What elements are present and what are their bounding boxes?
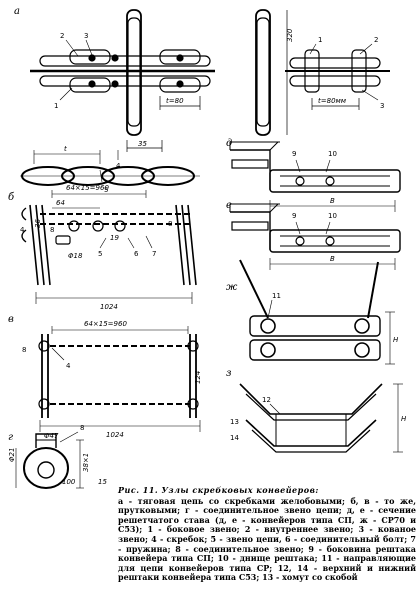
dim-64: 64 xyxy=(56,199,65,207)
callout-a5: 5 xyxy=(104,186,108,194)
callout-b6: 6 xyxy=(134,250,139,258)
dim-len-b: 1024 xyxy=(100,303,118,311)
callout-a3b: 3 xyxy=(380,102,384,110)
panel-v xyxy=(38,326,201,432)
callout-b8: 8 xyxy=(50,226,54,234)
dim-47: Φ47 xyxy=(44,432,59,440)
technical-figure: а д б е ж в з г 320 t=80 t=80мм 35 t 64×… xyxy=(8,6,407,489)
callout-b7: 7 xyxy=(152,250,156,258)
panel-letter-v: в xyxy=(8,314,14,325)
dim-pitch-b: 64×15=960 xyxy=(66,184,109,192)
caption-title: Рис. 11. Узлы скребковых конвейеров: xyxy=(118,485,319,495)
panel-letter-b: б xyxy=(8,192,15,203)
panel-letter-zh: ж xyxy=(226,282,238,293)
dim-18: Φ18 xyxy=(68,252,83,260)
dim-100: 100 xyxy=(62,478,76,486)
panel-a xyxy=(30,9,390,160)
panel-chain-links xyxy=(20,150,200,186)
dim-B-e: B xyxy=(330,255,335,263)
dim-320: 320 xyxy=(286,28,294,42)
panel-zh xyxy=(239,259,395,365)
callout-v4: 4 xyxy=(66,362,71,370)
dim-len-v: 1024 xyxy=(106,431,124,439)
panel-d xyxy=(229,141,401,212)
dim-15: 15 xyxy=(98,478,107,486)
panel-letter-z: з xyxy=(226,368,231,379)
callout-z12: 12 xyxy=(262,396,271,404)
panel-letter-a: а xyxy=(14,6,20,17)
callout-v8: 8 xyxy=(22,346,26,354)
dim-t80: t=80 xyxy=(166,97,184,105)
dim-21: Φ21 xyxy=(8,448,16,462)
dim-H-zh: H xyxy=(393,336,399,344)
callout-d10: 10 xyxy=(328,150,337,158)
callout-zh11: 11 xyxy=(272,292,281,300)
panel-z xyxy=(239,383,403,453)
callout-a1: 1 xyxy=(54,102,58,110)
callout-z13: 13 xyxy=(230,418,239,426)
dim-19: 19 xyxy=(110,234,119,242)
callout-e9: 9 xyxy=(292,212,296,220)
callout-a1b: 1 xyxy=(318,36,322,44)
callout-a3: 3 xyxy=(84,32,88,40)
dim-pitch-v: 64×15=960 xyxy=(84,320,127,328)
dim-t80mm: t=80мм xyxy=(318,97,347,105)
callout-z14: 14 xyxy=(230,434,239,442)
panel-letter-e: е xyxy=(226,200,232,211)
panel-letter-d: д xyxy=(226,138,232,149)
panel-e xyxy=(229,203,401,270)
callout-a2: 2 xyxy=(60,32,64,40)
callout-a4: 4 xyxy=(116,162,121,170)
callout-d9: 9 xyxy=(292,150,296,158)
dim-124: 124 xyxy=(194,371,202,384)
caption-body: а - тяговая цепь со скребками желобовыми… xyxy=(118,495,416,583)
callout-b5: 5 xyxy=(98,250,102,258)
dim-H-z: H xyxy=(401,415,407,423)
dim-B-d: B xyxy=(330,197,335,205)
callout-b4: 4 xyxy=(20,226,25,234)
panel-g xyxy=(15,431,84,489)
callout-b8b: 8 xyxy=(168,220,172,228)
dim-35: 35 xyxy=(138,140,147,148)
callout-g8: 8 xyxy=(80,424,84,432)
dim-t: t xyxy=(64,145,67,153)
callout-e10: 10 xyxy=(328,212,337,220)
dim-38: 38×1 xyxy=(82,453,90,472)
figure-caption: Рис. 11. Узлы скребковых конвейеров: а -… xyxy=(118,485,416,583)
panel-b xyxy=(21,190,197,304)
dim-36: 36 xyxy=(34,219,42,228)
callout-a2b: 2 xyxy=(374,36,378,44)
panel-letter-g: г xyxy=(8,432,13,443)
